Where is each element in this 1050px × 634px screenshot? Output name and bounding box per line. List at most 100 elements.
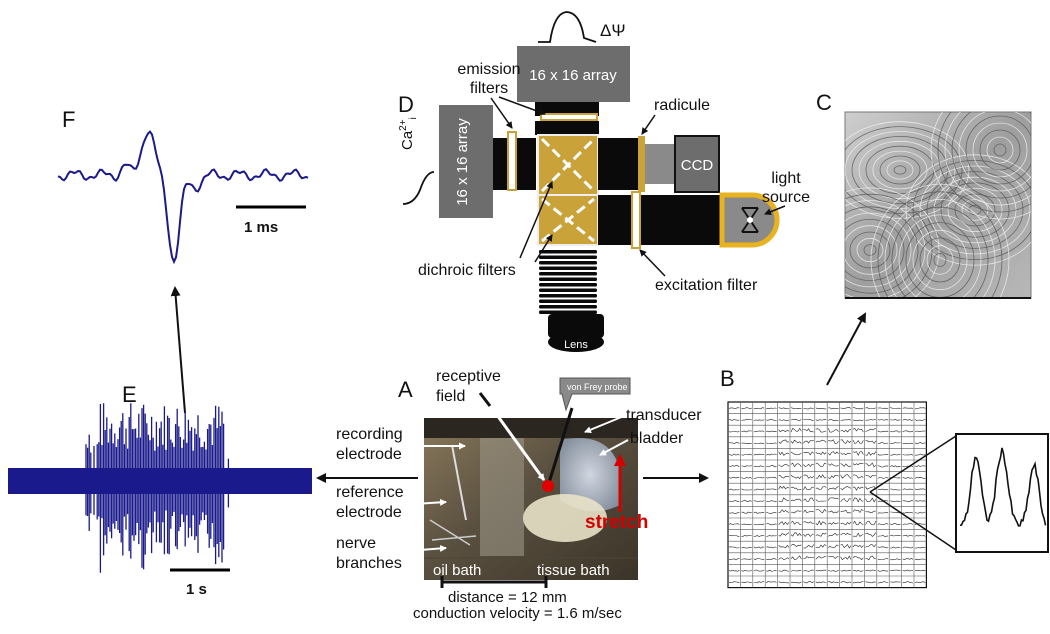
- extracellular-recording-trace: [8, 403, 312, 573]
- pixel-trace: [852, 486, 864, 491]
- single-trace-inset: [955, 433, 1049, 553]
- receptive-field-pointer-stub: [478, 392, 492, 407]
- contour-line: [965, 115, 1031, 185]
- emission-filter-left: [507, 131, 517, 191]
- pixel-trace: [915, 407, 926, 410]
- pixel-trace: [890, 453, 901, 456]
- pixel-trace: [741, 581, 752, 584]
- dichroic-filters-label: dichroic filters: [418, 262, 516, 279]
- bellows-fold: [539, 272, 597, 276]
- pixel-trace: [778, 451, 790, 456]
- pixel-trace: [790, 510, 802, 514]
- pixel-trace: [865, 451, 877, 456]
- pixel-trace: [803, 509, 814, 514]
- pixel-trace: [753, 511, 765, 514]
- oil-bath-label: oil bath: [433, 562, 481, 579]
- contour-line: [849, 231, 891, 269]
- reference-electrode-pointer: [413, 498, 447, 506]
- pixel-trace: [766, 511, 777, 514]
- pixel-trace: [741, 488, 752, 491]
- pixel-trace: [728, 546, 740, 549]
- pixel-trace: [741, 465, 752, 468]
- pixel-trace: [766, 430, 777, 433]
- nerve-branches-pointer: [419, 544, 447, 552]
- receptive-field-marker: [542, 480, 554, 492]
- contour-line: [958, 112, 1031, 192]
- pixel-trace: [815, 428, 827, 433]
- pixel-trace: [766, 453, 777, 456]
- pixel-trace: [766, 488, 777, 491]
- pixel-trace: [728, 488, 740, 491]
- pixel-trace: [778, 463, 790, 467]
- pixel-trace: [815, 520, 827, 526]
- pixel-trace: [778, 557, 790, 561]
- pixel-trace: [902, 500, 914, 503]
- lens-body: [548, 314, 604, 338]
- pixel-trace: [815, 508, 827, 514]
- pixel-trace: [741, 558, 752, 560]
- pixel-trace: [840, 532, 852, 536]
- pixel-trace: [766, 407, 777, 410]
- pixel-trace: [865, 581, 876, 584]
- contour-line: [891, 206, 989, 298]
- pixel-trace: [877, 581, 889, 584]
- pixel-trace: [815, 451, 827, 456]
- top-array-label: 16 x 16 array: [529, 67, 617, 84]
- pixel-trace: [766, 546, 777, 549]
- pixel-trace: [828, 439, 839, 445]
- pixel-trace: [877, 546, 889, 549]
- pixel-trace: [778, 429, 790, 433]
- pixel-trace: [815, 569, 827, 572]
- pixel-trace: [803, 418, 814, 421]
- bellows-fold: [539, 255, 597, 259]
- panel-label-a: A: [398, 377, 413, 402]
- contour-line: [951, 112, 1031, 199]
- contour-line: [961, 199, 989, 221]
- contour-line: [845, 225, 898, 275]
- dichroic-mirror-upper-b: [540, 137, 596, 193]
- pixel-trace: [902, 558, 914, 561]
- pixel-trace: [852, 556, 864, 561]
- pixel-trace: [790, 569, 802, 572]
- contour-line: [926, 245, 954, 275]
- pixel-trace: [790, 520, 802, 525]
- dichroic-mirror-lower-b: [541, 197, 595, 243]
- pixel-trace: [902, 419, 914, 421]
- focusing-bellows: [539, 250, 597, 314]
- pixel-trace: [729, 558, 740, 561]
- emission-filter-top: [540, 113, 598, 121]
- lens-front: [548, 332, 604, 352]
- preparation-photo: [424, 418, 638, 580]
- pixel-trace: [877, 430, 889, 433]
- pixel-trace: [852, 520, 864, 526]
- contour-line: [851, 135, 949, 204]
- von-frey-probe-callout: [559, 377, 631, 412]
- pixel-trace: [865, 486, 877, 490]
- pixel-trace: [902, 476, 914, 479]
- pixel-trace: [852, 439, 864, 444]
- pixel-trace: [840, 555, 852, 561]
- pixel-trace: [753, 430, 765, 433]
- pixel-trace: [890, 500, 901, 502]
- pixel-trace: [753, 419, 765, 421]
- pixel-trace: [790, 498, 802, 502]
- pixel-trace: [790, 555, 802, 560]
- pixel-trace: [877, 419, 889, 421]
- pixel-trace: [914, 477, 926, 479]
- receptive-field-label-1: receptive: [436, 368, 501, 385]
- pixel-trace: [877, 488, 889, 491]
- pixel-trace: [790, 407, 802, 410]
- photo-top-band: [424, 418, 638, 438]
- contour-line: [893, 165, 907, 175]
- pixel-trace: [815, 499, 827, 502]
- contour-line: [993, 143, 1007, 157]
- contour-line: [933, 252, 947, 267]
- pixel-trace: [865, 440, 877, 444]
- pixel-trace: [890, 465, 901, 468]
- pixel-trace: [890, 488, 901, 491]
- pixel-trace: [890, 511, 901, 514]
- pixel-trace: [853, 532, 864, 537]
- contour-line: [919, 165, 1031, 255]
- pixel-trace: [803, 533, 814, 537]
- right-tube: [598, 138, 642, 190]
